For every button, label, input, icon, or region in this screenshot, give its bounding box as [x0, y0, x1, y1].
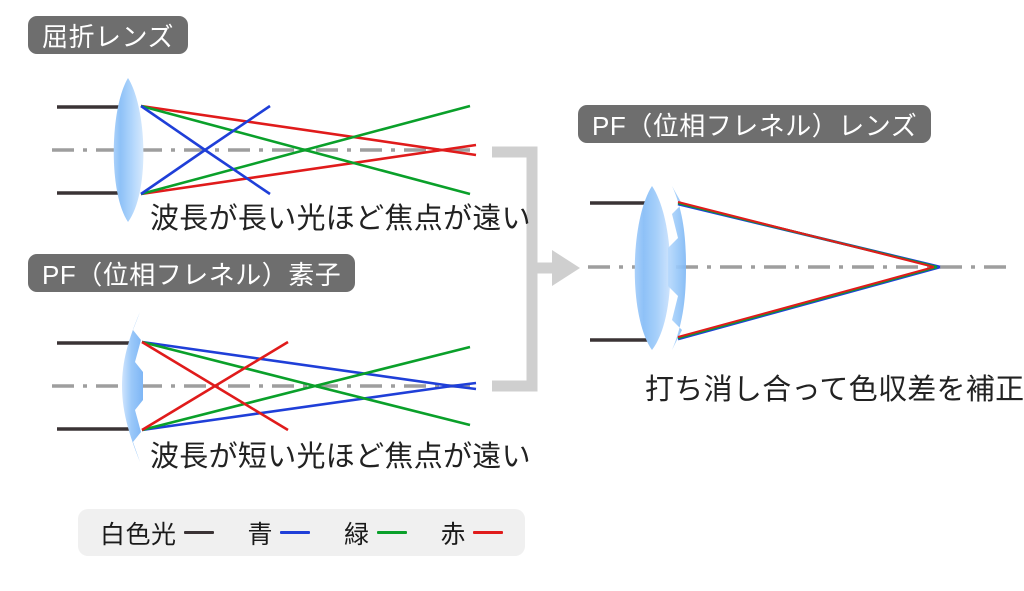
- refracted-rays-refractive: [140, 104, 477, 196]
- caption-pf-element: 波長が短い光ほど焦点が遠い: [150, 441, 531, 473]
- phase-fresnel-element: [122, 312, 143, 462]
- panel-pf-element: [52, 312, 477, 462]
- legend-label-red: 赤: [440, 520, 467, 549]
- badge-refractive-lens-label: 屈折レンズ: [42, 21, 174, 52]
- incoming-white-rays-refractive: [57, 105, 126, 195]
- legend: 白色光 青 緑 赤: [78, 509, 526, 556]
- legend-label-green: 緑: [344, 520, 370, 549]
- incoming-white-rays-pf-lens: [590, 201, 648, 342]
- badge-pf-lens-label: PF（位相フレネル）レンズ: [592, 110, 918, 141]
- legend-item-white: 白色光: [100, 515, 214, 551]
- legend-swatch-red: [473, 531, 504, 534]
- corrected-rays-pf-lens: [677, 201, 941, 341]
- badge-pf-lens: PF（位相フレネル）レンズ: [578, 105, 932, 143]
- biconvex-lens-refractive: [113, 78, 144, 222]
- badge-refractive-lens: 屈折レンズ: [28, 16, 188, 54]
- legend-item-green: 緑: [344, 515, 407, 551]
- legend-label-white: 白色光: [100, 520, 177, 549]
- legend-swatch-green: [376, 531, 407, 534]
- panel-pf-lens: [588, 186, 1008, 350]
- legend-swatch-blue: [280, 531, 311, 534]
- legend-swatch-white: [183, 531, 214, 534]
- caption-refractive-lens: 波長が長い光ほど焦点が遠い: [150, 203, 531, 235]
- badge-pf-element: PF（位相フレネル）素子: [28, 254, 356, 292]
- caption-pf-lens: 打ち消し合って色収差を補正: [645, 374, 1024, 406]
- incoming-white-rays-pf-element: [57, 341, 133, 431]
- refracted-rays-pf-element: [141, 340, 477, 432]
- panel-refractive-lens: [52, 78, 477, 222]
- legend-item-blue: 青: [248, 515, 311, 551]
- legend-label-blue: 青: [247, 520, 274, 549]
- legend-item-red: 赤: [441, 515, 504, 551]
- badge-pf-element-label: PF（位相フレネル）素子: [42, 259, 342, 290]
- connector-bracket-arrow: [492, 146, 580, 392]
- biconvex-lens-pf: [634, 186, 686, 350]
